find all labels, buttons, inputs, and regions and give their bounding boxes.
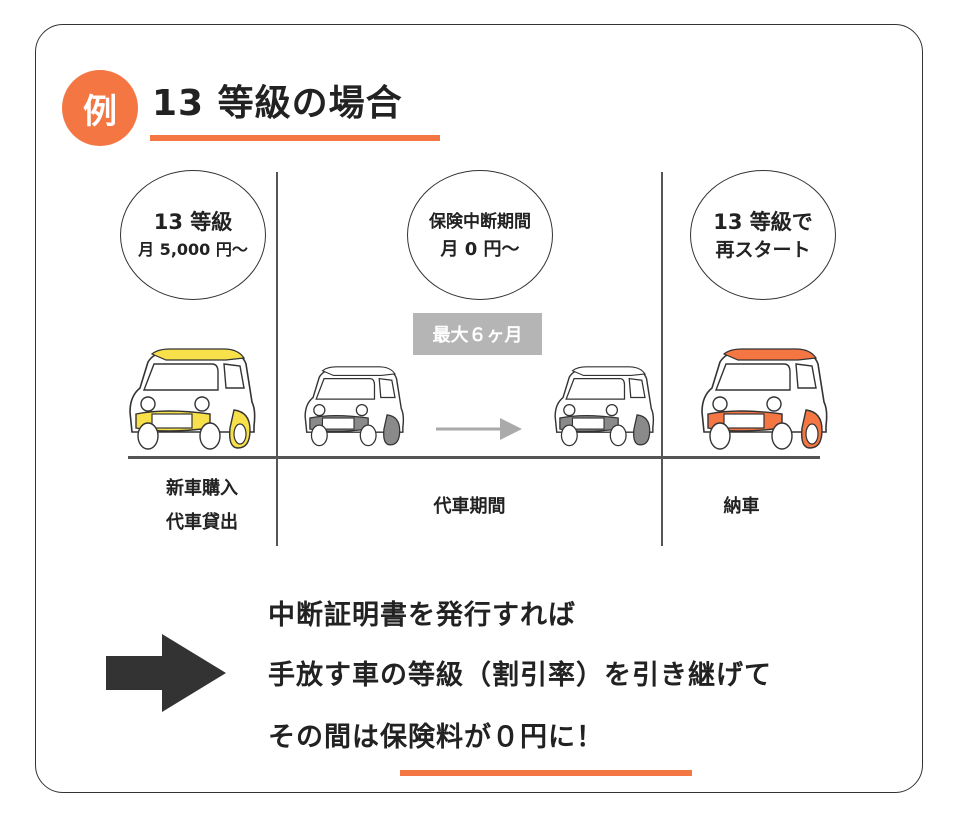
arrow-right-icon	[436, 418, 522, 440]
circle-suspension-period: 保険中断期間 月 0 円〜	[407, 170, 553, 300]
car-icon	[129, 348, 256, 450]
label-new-car-line2: 代車貸出	[166, 512, 238, 533]
example-badge: 例	[62, 70, 138, 146]
circle-current-grade: 13 等級 月 5,000 円〜	[120, 170, 266, 300]
label-loaner-period: 代車期間	[433, 496, 506, 517]
divider-right	[661, 172, 663, 546]
summary-line-1: 中断証明書を発行すれば	[268, 600, 576, 631]
car-icon	[701, 348, 828, 450]
divider-left	[276, 172, 278, 546]
circle-current-grade-title: 13 等級	[153, 210, 233, 234]
label-new-car-line1: 新車購入	[166, 478, 238, 499]
circle-restart-subtitle: 再スタート	[715, 239, 811, 261]
label-new-car: 新車購入 代車貸出	[128, 472, 276, 540]
summary-underline	[400, 770, 692, 776]
circle-suspension-price: 月 0 円〜	[440, 239, 520, 260]
arrow-right-icon	[106, 634, 226, 712]
car-icon	[304, 366, 405, 447]
page-title: 13 等級の場合	[152, 83, 403, 124]
car-icon	[554, 366, 655, 447]
summary-line-3: その間は保険料が０円に！	[268, 722, 604, 753]
circle-current-grade-price: 月 5,000 円〜	[138, 240, 248, 259]
circle-restart-grade: 13 等級で 再スタート	[690, 170, 836, 300]
timeline-baseline	[128, 456, 820, 459]
title-underline	[150, 135, 440, 141]
label-delivery: 納車	[723, 496, 760, 517]
circle-restart-title: 13 等級で	[713, 210, 813, 234]
max-period-tag: 最大６ヶ月	[413, 313, 542, 355]
summary-line-2: 手放す車の等級（割引率）を引き継げて	[268, 660, 772, 691]
circle-suspension-title: 保険中断期間	[429, 212, 531, 232]
